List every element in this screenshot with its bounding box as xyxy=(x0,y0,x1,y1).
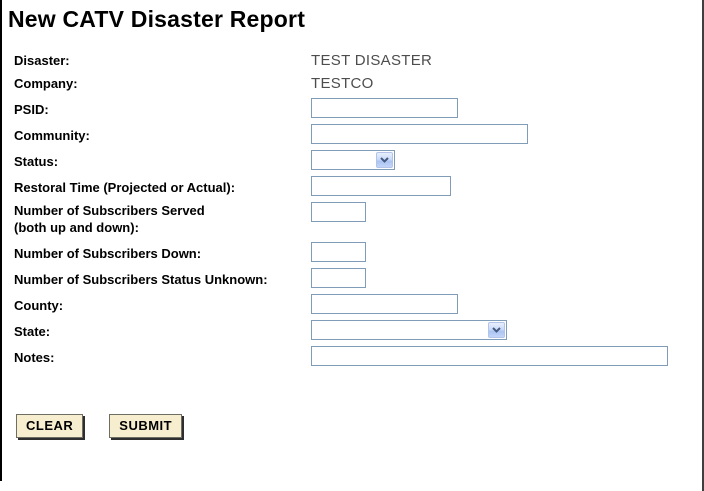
chevron-down-icon xyxy=(376,152,393,168)
submit-button[interactable]: SUBMIT xyxy=(109,414,183,438)
notes-input[interactable] xyxy=(311,346,668,366)
county-label: County: xyxy=(14,298,64,313)
state-select[interactable] xyxy=(311,320,507,340)
community-input[interactable] xyxy=(311,124,528,144)
subscribers-served-label: Number of Subscribers Served (both up an… xyxy=(14,202,311,236)
disaster-row: Disaster: TEST DISASTER xyxy=(14,52,704,69)
subscribers-served-label-line2: (both up and down): xyxy=(14,220,139,235)
psid-input[interactable] xyxy=(311,98,458,118)
restoral-time-row: Restoral Time (Projected or Actual): xyxy=(14,176,704,196)
state-label: State: xyxy=(14,324,51,339)
form-buttons: CLEAR SUBMIT xyxy=(14,414,704,438)
subscribers-served-row: Number of Subscribers Served (both up an… xyxy=(14,202,704,236)
company-value: TESTCO xyxy=(311,75,374,92)
subscribers-down-row: Number of Subscribers Down: xyxy=(14,242,704,262)
disaster-label: Disaster: xyxy=(14,53,70,68)
left-frame-border xyxy=(0,0,2,481)
company-label: Company: xyxy=(14,76,78,91)
right-frame-border xyxy=(702,0,704,491)
clear-button[interactable]: CLEAR xyxy=(16,414,84,438)
psid-row: PSID: xyxy=(14,98,704,118)
subscribers-unknown-input[interactable] xyxy=(311,268,366,288)
company-row: Company: TESTCO xyxy=(14,75,704,92)
community-label: Community: xyxy=(14,128,90,143)
status-label: Status: xyxy=(14,154,59,169)
disaster-report-form: Disaster: TEST DISASTER Company: TESTCO … xyxy=(14,52,704,438)
psid-label: PSID: xyxy=(14,102,49,117)
subscribers-served-input[interactable] xyxy=(311,202,366,222)
community-row: Community: xyxy=(14,124,704,144)
restoral-time-input[interactable] xyxy=(311,176,451,196)
restoral-time-label: Restoral Time (Projected or Actual): xyxy=(14,180,236,195)
notes-label: Notes: xyxy=(14,350,55,365)
state-row: State: xyxy=(14,320,704,340)
notes-row: Notes: xyxy=(14,346,704,366)
subscribers-down-label: Number of Subscribers Down: xyxy=(14,246,202,261)
page-title: New CATV Disaster Report xyxy=(8,6,306,32)
subscribers-down-input[interactable] xyxy=(311,242,366,262)
chevron-down-icon xyxy=(488,322,505,338)
disaster-value: TEST DISASTER xyxy=(311,52,433,69)
status-select[interactable] xyxy=(311,150,395,170)
status-row: Status: xyxy=(14,150,704,170)
subscribers-unknown-label: Number of Subscribers Status Unknown: xyxy=(14,272,268,287)
county-input[interactable] xyxy=(311,294,458,314)
subscribers-unknown-row: Number of Subscribers Status Unknown: xyxy=(14,268,704,288)
content-area: New CATV Disaster Report Disaster: TEST … xyxy=(8,6,704,438)
county-row: County: xyxy=(14,294,704,314)
subscribers-served-label-line1: Number of Subscribers Served xyxy=(14,203,205,218)
